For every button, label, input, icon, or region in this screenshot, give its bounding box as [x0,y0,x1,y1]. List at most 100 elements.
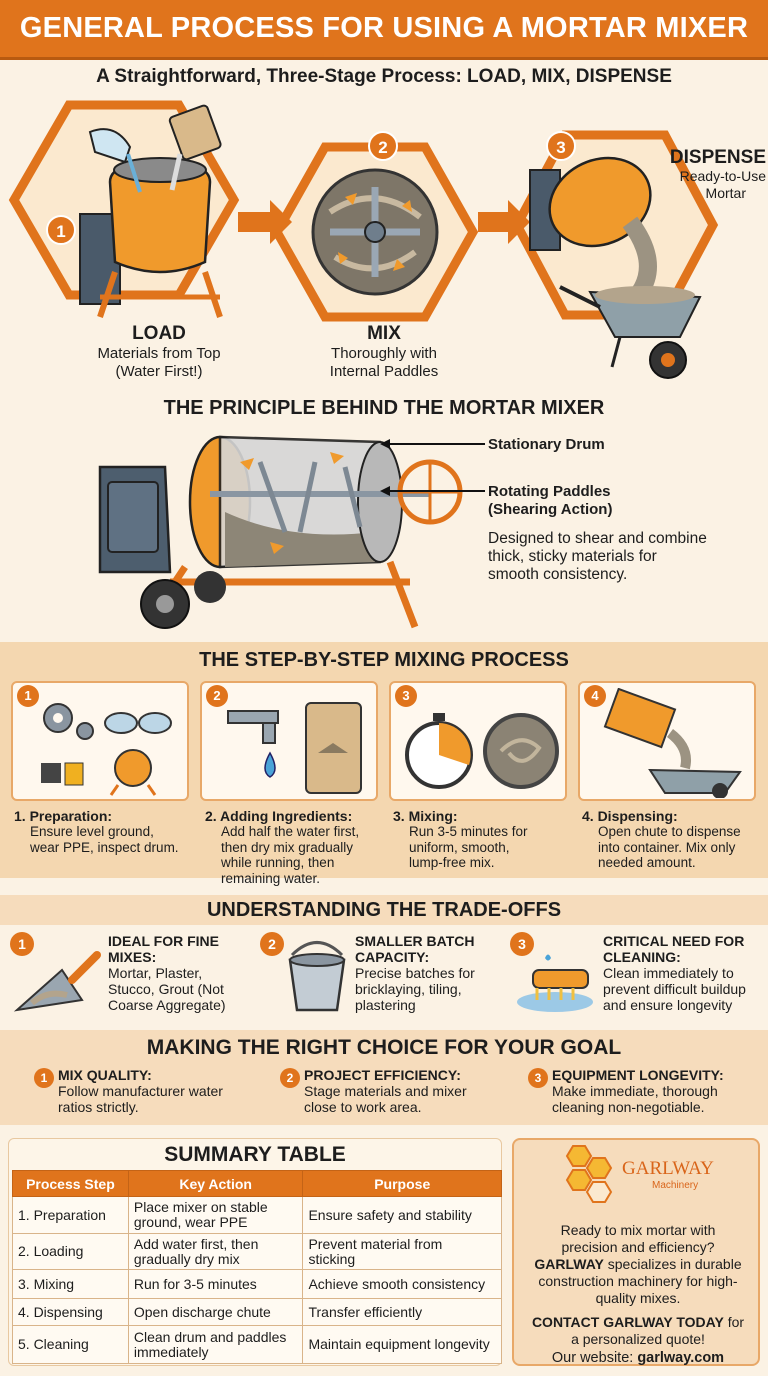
goal-3-badge: 3 [528,1068,548,1088]
step-2-badge: 2 [206,685,228,707]
steps-title: THE STEP-BY-STEP MIXING PROCESS [199,649,569,671]
goal-2-line-1: Stage materials and mixer [304,1083,467,1099]
garlway-cta-box: GARLWAY Machinery Ready to mix mortar wi… [512,1138,760,1366]
stage-mix-title: MIX [367,323,401,344]
stage-dispense-title: DISPENSE [669,147,766,168]
step-3-line-3: lump-free mix. [409,855,495,870]
tradeoff-1-line-1: Mortar, Plaster, [108,965,203,981]
summary-title: SUMMARY TABLE [164,1143,346,1166]
step-4-badge: 4 [584,685,606,707]
row-1-action-line-1: Place mixer on stable [133,1199,268,1215]
tradeoff-3-title-2: CLEANING: [603,949,681,965]
row-2-purpose-line-2: sticking [308,1250,356,1267]
step-2-line-4: remaining water. [221,870,321,886]
principle-title: THE PRINCIPLE BEHIND THE MORTAR MIXER [163,397,605,419]
motor-housing-icon [98,465,172,574]
subtitle: A Straightforward, Three-Stage Process: … [96,66,672,87]
tradeoff-1-badge: 1 [10,932,34,956]
step-1-title: 1. Preparation: [14,808,113,824]
step-4-line-3: needed amount. [598,855,696,870]
step-1-line-2: wear PPE, inspect drum. [30,839,179,855]
row-3-purpose: Achieve smooth consistency [302,1269,502,1299]
stage-load-desc-1: Materials from Top [97,345,221,362]
callout-lines [380,439,485,496]
tradeoff-1-title-1: IDEAL FOR FINE [108,933,219,949]
goal-2: PROJECT EFFICIENCY: Stage materials and … [304,1067,514,1115]
stage-3-badge: 3 [546,131,576,161]
goal-2-title: PROJECT EFFICIENCY: [304,1067,461,1083]
tradeoff-1-line-2: Stucco, Grout (Not [108,981,224,997]
tradeoff-3-badge: 3 [510,932,534,956]
cta-website-link[interactable]: garlway.com [637,1350,725,1366]
tradeoff-3-line-3: and ensure longevity [603,997,733,1013]
step-2-line-1: Add half the water first, [221,824,360,839]
faucet-and-bag-icon [227,702,362,794]
tradeoff-3-title-1: CRITICAL NEED FOR [603,933,745,949]
step-1-badge: 1 [17,685,39,707]
tradeoff-1: IDEAL FOR FINE MIXES: Mortar, Plaster, S… [108,933,258,1013]
tradeoff-2-title-1: SMALLER BATCH [355,933,475,949]
header-purpose: Purpose [302,1170,502,1197]
tradeoff-2-line-3: plastering [355,997,416,1013]
stationary-drum-label: Stationary Drum [488,436,605,453]
tradeoff-3-line-1: Clean immediately to [603,965,734,981]
tradeoff-3: CRITICAL NEED FOR CLEANING: Clean immedi… [603,933,765,1013]
stage-mix-desc-2: Internal Paddles [329,363,439,380]
row-5-purpose: Maintain equipment longevity [302,1325,502,1364]
dispense-chute-icon [603,688,742,798]
step-card-3: 3 [389,681,567,801]
goal-3-line-1: Make immediate, thorough [552,1083,718,1099]
cta-contact-line-2: a personalized quote! [571,1331,705,1347]
row-1-step: 1. Preparation [12,1196,129,1234]
row-2-purpose-line-1: Prevent material from [308,1235,443,1252]
stage-2-badge: 2 [368,131,398,161]
row-4-step: 4. Dispensing [12,1298,129,1326]
header-key-action: Key Action [127,1170,304,1197]
row-4-action: Open discharge chute [127,1298,304,1326]
stage-load-desc-2: (Water First!) [115,363,203,380]
rotating-paddles-label: Rotating Paddles [488,483,611,500]
step-3-line-1: Run 3-5 minutes for [409,824,528,839]
goal-1-badge: 1 [34,1068,54,1088]
step-4-title: 4. Dispensing: [582,808,678,824]
step-3-text: 3. Mixing: Run 3-5 minutes for uniform, … [393,808,579,871]
cta-line-1: Ready to mix mortar with [560,1222,716,1238]
table-row: 3. Mixing Run for 3-5 minutes Achieve sm… [12,1269,502,1299]
bucket-icon [288,941,346,1012]
row-5-action-line-2: immediately [133,1343,209,1360]
tradeoff-2-line-2: bricklaying, tiling, [355,981,462,997]
row-3-action: Run for 3-5 minutes [127,1269,304,1299]
row-2-step: 2. Loading [12,1233,129,1270]
tradeoff-2: SMALLER BATCH CAPACITY: Precise batches … [355,933,515,1013]
tradeoff-2-title-2: CAPACITY: [355,949,430,965]
step-3-badge: 3 [395,685,417,707]
cta-line-3: GARLWAY specializes in durable [520,1256,756,1273]
mix-drum-icon [311,168,439,296]
row-1-purpose: Ensure safety and stability [302,1196,502,1234]
cta-website: Our website: garlway.com [520,1350,756,1367]
step-4-line-2: into container. Mix only [598,839,736,855]
goal-1: MIX QUALITY: Follow manufacturer water r… [58,1067,268,1115]
cta-line-4: construction machinery for high- [538,1273,738,1289]
tradeoff-2-badge: 2 [260,932,284,956]
step-4-text: 4. Dispensing: Open chute to dispense in… [582,808,768,871]
cta-line-3-rest: specializes in durable [603,1256,742,1272]
table-row: 4. Dispensing Open discharge chute Trans… [12,1298,502,1326]
cta-line-2: precision and efficiency? [561,1239,715,1255]
mortar-mixer-diagram [98,435,463,629]
header-process-step: Process Step [12,1170,129,1197]
row-2-action-line-1: Add water first, then [133,1235,259,1252]
stage-mix-desc-1: Thoroughly with [331,345,437,362]
garlway-logo-icon [565,1145,613,1203]
header-banner: GENERAL PROCESS FOR USING A MORTAR MIXER [0,0,768,60]
step-2-text: 2. Adding Ingredients: Add half the wate… [205,808,391,886]
step-2-line-3: while running, then [221,855,335,870]
stage-1-badge: 1 [46,215,76,245]
step-card-2: 2 [200,681,378,801]
drum-icon [188,435,430,569]
tradeoffs-band [0,895,768,925]
principle-desc-1: Designed to shear and combine [488,530,707,547]
step-4-line-1: Open chute to dispense [598,824,741,839]
